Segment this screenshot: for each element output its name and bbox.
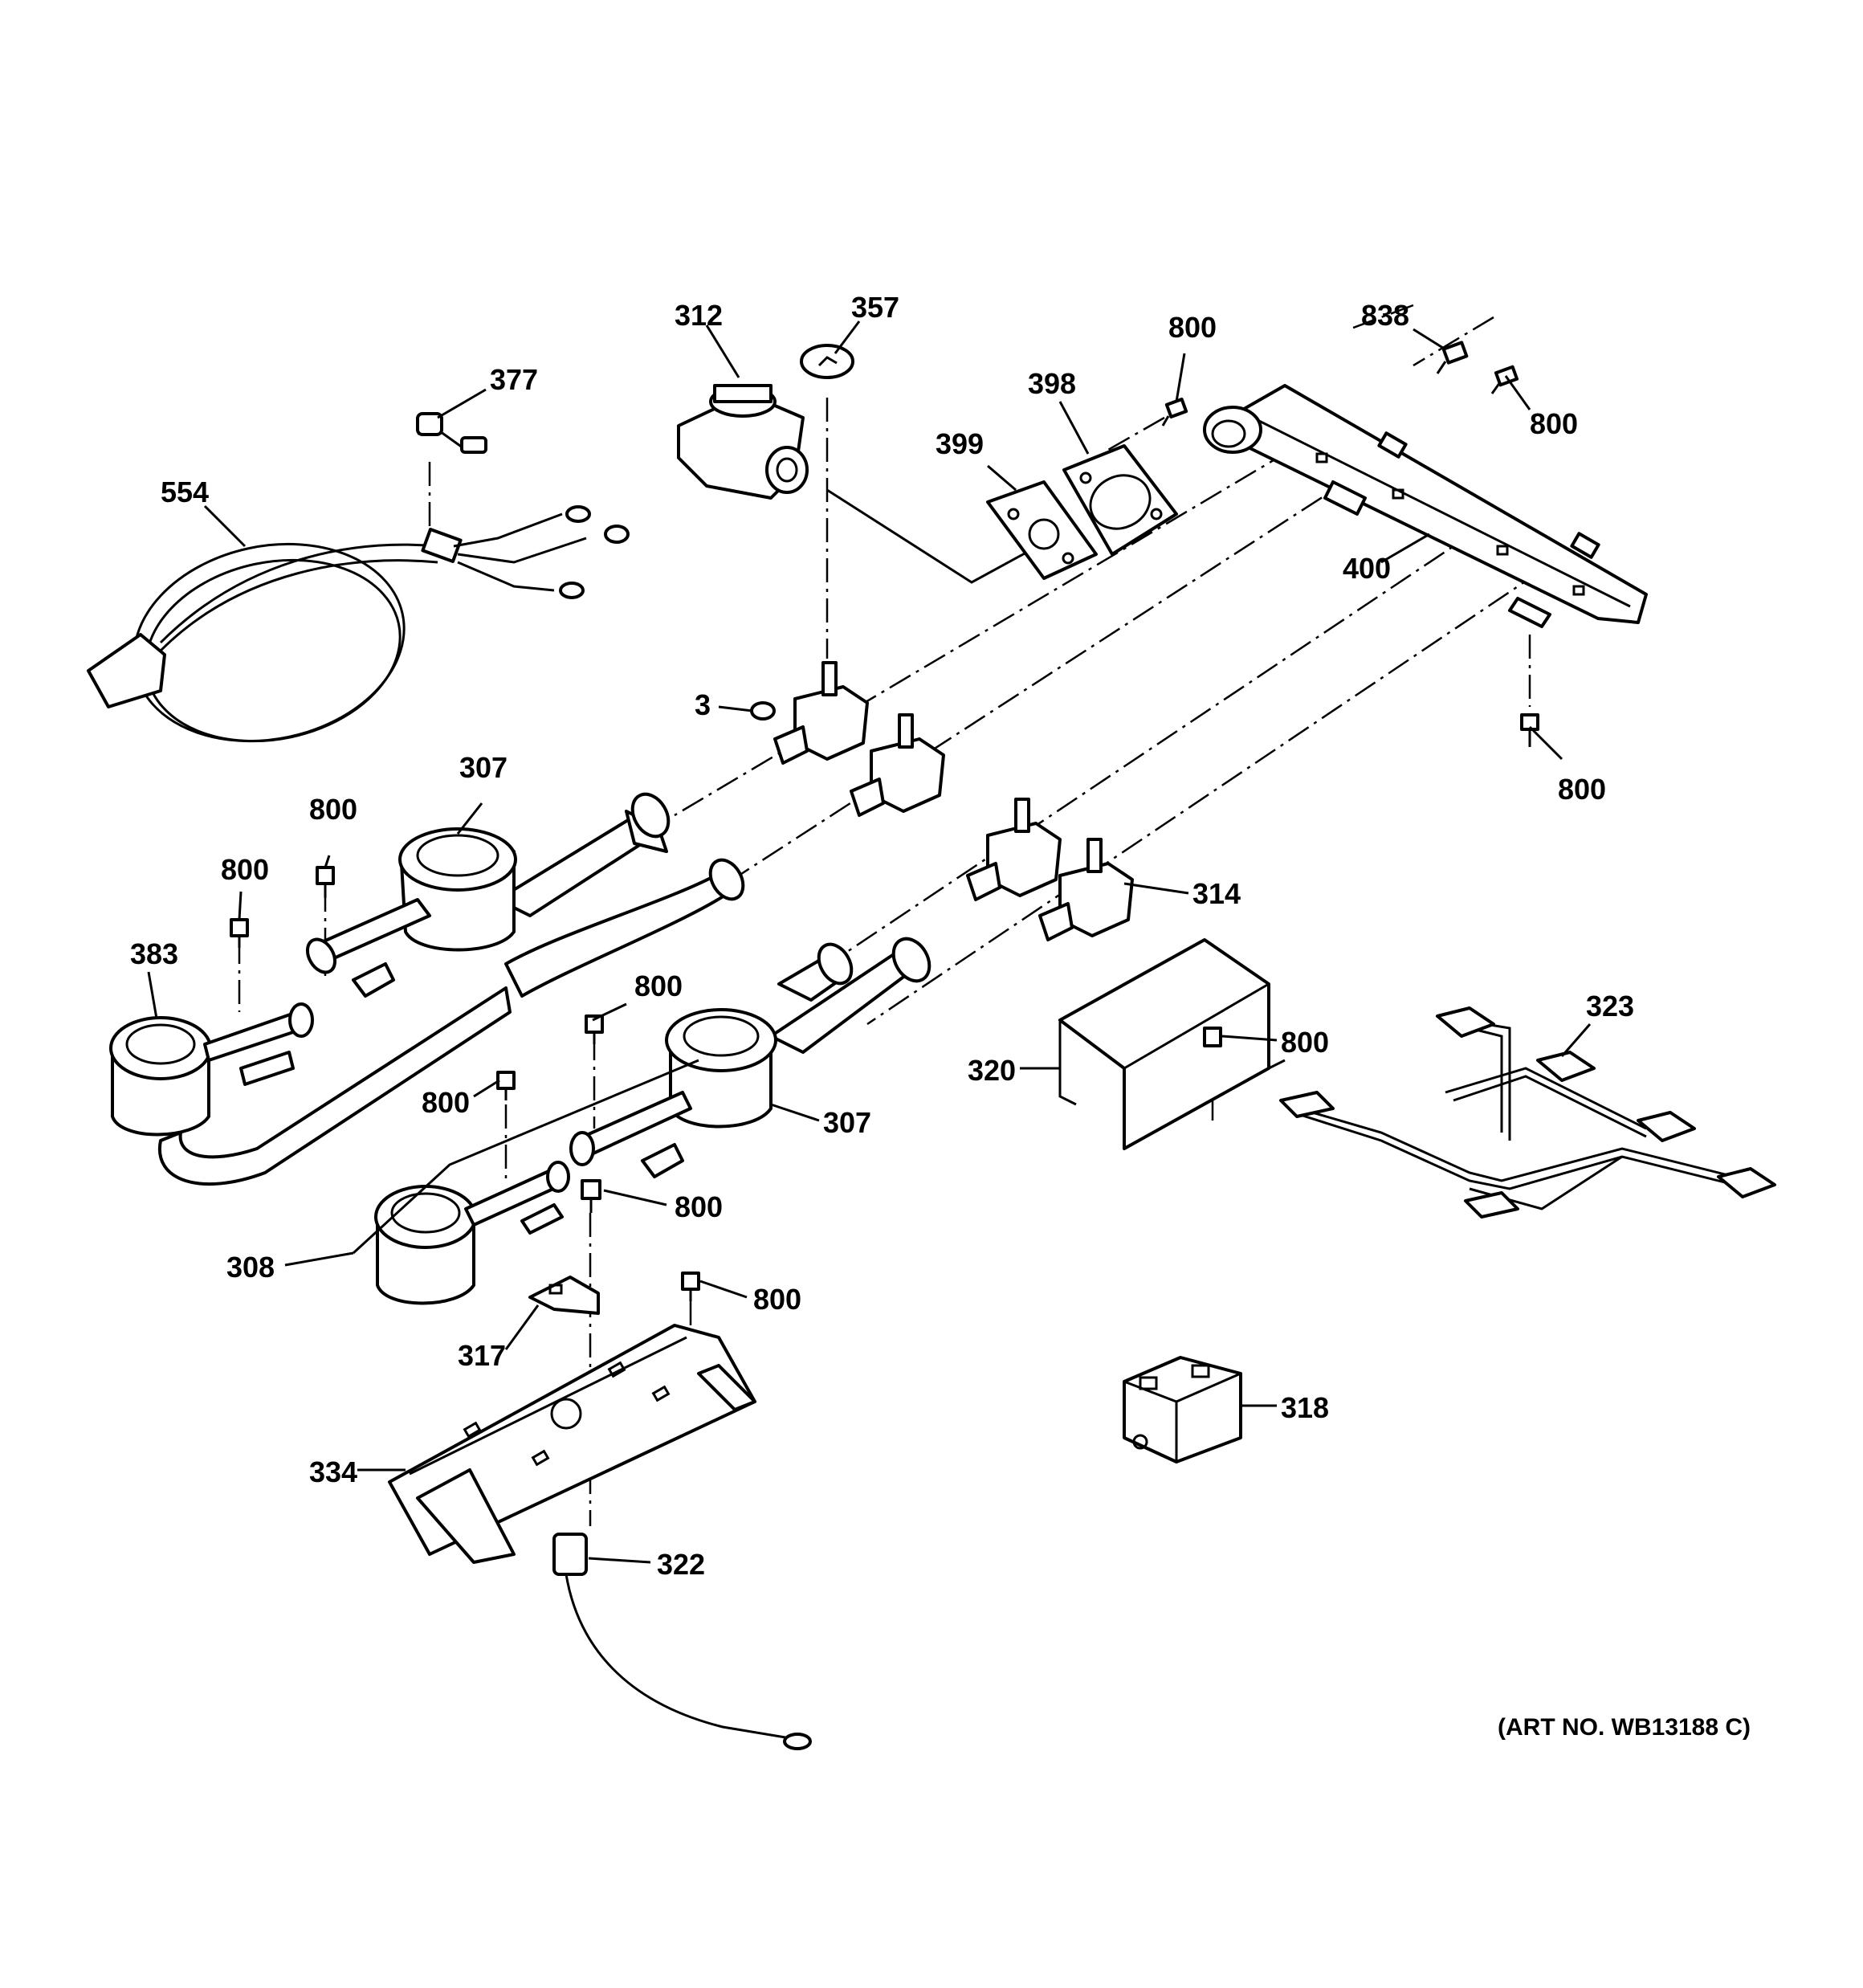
- screw-800-bracket-334: [681, 1272, 700, 1301]
- callout-800-shield: 800: [1281, 1026, 1329, 1059]
- screw-800-burner-383: [230, 918, 249, 948]
- callout-307-upper: 307: [459, 751, 508, 784]
- burner-valves-314: [773, 661, 1134, 941]
- igniter-322: [552, 1533, 812, 1750]
- burner-screws-800: [230, 866, 700, 1301]
- callout-3: 3: [695, 688, 711, 721]
- screw-800-top-right: [1490, 365, 1519, 394]
- callout-800-manifold-top: 800: [1530, 407, 1578, 440]
- callout-800-burner-383: 800: [221, 853, 269, 886]
- screw-800-manifold-bottom: [1520, 713, 1539, 747]
- callout-800-bracket-334: 800: [753, 1283, 801, 1316]
- callout-399: 399: [936, 427, 984, 460]
- callout-800-bracket-317: 800: [675, 1190, 723, 1223]
- burner-307-lower: [569, 937, 932, 1178]
- screw-800-burner-307-lower: [585, 1014, 604, 1044]
- callout-800-burner-upper: 800: [309, 793, 357, 826]
- callout-312: 312: [675, 299, 723, 332]
- callout-308: 308: [226, 1251, 275, 1284]
- screw-800-shield: [1203, 1027, 1222, 1047]
- bracket-334: [388, 1324, 756, 1564]
- art-number: (ART NO. WB13188 C): [1498, 1714, 1751, 1741]
- valve-1: [773, 661, 869, 765]
- gasket-399: [986, 480, 1098, 580]
- callout-800-gasket-screw: 800: [1168, 311, 1217, 344]
- callout-800-lower-burner: 800: [634, 970, 683, 1002]
- callout-838: 838: [1361, 299, 1409, 332]
- leader-lines: [147, 320, 1592, 1564]
- valve-2: [850, 713, 945, 817]
- screw-800-gasket: [1161, 398, 1188, 427]
- callout-323: 323: [1586, 990, 1634, 1023]
- pressure-regulator-312: [677, 384, 809, 500]
- screw-838: [1436, 341, 1469, 374]
- burner-383: [109, 986, 512, 1186]
- gas-manifold-400: [1203, 384, 1648, 628]
- screw-800-burner-308: [496, 1071, 516, 1100]
- power-cord-harness-554: [87, 412, 630, 743]
- callout-398: 398: [1028, 367, 1076, 400]
- spark-module-318: [1123, 1356, 1242, 1463]
- burner-308: [352, 1059, 699, 1305]
- gasket-398: [1062, 444, 1178, 556]
- callout-334: 334: [309, 1455, 357, 1488]
- valve-3: [966, 798, 1062, 901]
- callout-labels: 312 357 377 554 399 398 800 838 800 400 …: [130, 291, 1751, 1741]
- callout-322: 322: [657, 1548, 705, 1581]
- callout-400: 400: [1343, 552, 1391, 585]
- callout-800-burner-308: 800: [422, 1086, 470, 1119]
- cap-357: [800, 344, 854, 379]
- callout-377: 377: [490, 363, 538, 396]
- callout-318: 318: [1281, 1391, 1329, 1424]
- valve-4: [1038, 838, 1134, 941]
- burner-307-upper: [305, 792, 745, 998]
- callout-317: 317: [458, 1339, 506, 1372]
- bracket-317: [528, 1276, 600, 1315]
- callout-383: 383: [130, 937, 178, 970]
- shield-320: [1058, 938, 1286, 1150]
- callout-320: 320: [968, 1054, 1016, 1087]
- callout-307-lower: 307: [823, 1106, 871, 1139]
- screw-800-burner-307-upper: [316, 866, 335, 898]
- callout-357: 357: [851, 291, 899, 324]
- callout-554: 554: [161, 476, 209, 508]
- callout-800-manifold-bottom: 800: [1558, 773, 1606, 806]
- callout-314: 314: [1192, 877, 1241, 910]
- o-ring-3: [750, 701, 776, 720]
- screw-800-bracket-317: [581, 1179, 601, 1213]
- wire-harness-323: [1279, 1006, 1776, 1219]
